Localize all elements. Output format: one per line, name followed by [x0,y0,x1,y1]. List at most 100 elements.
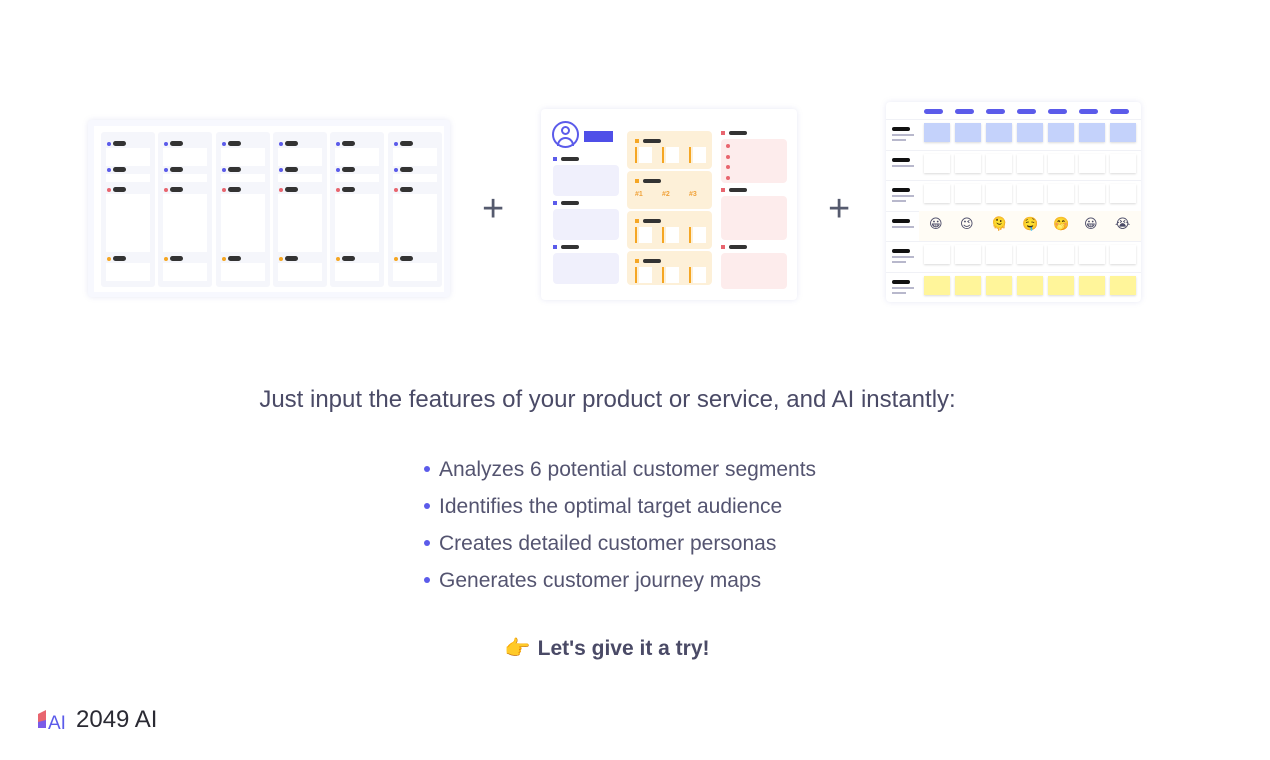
journey-cell [986,184,1012,203]
pain-dot [726,154,730,159]
label-bar [729,245,747,249]
segment-dot [164,168,169,172]
journey-cell [1048,123,1074,142]
info-box [553,253,619,284]
segment-dot [221,168,226,172]
journey-section [627,211,712,249]
segment-box [335,263,380,281]
brand-name: 2049 AI [76,706,158,733]
row-divider [886,271,1141,273]
segment-dot [221,257,226,261]
feature-item: Generates customer journey maps [424,569,761,593]
persona-illustration: #1#2#3 [541,109,797,300]
journey-cell [986,153,1012,173]
feature-item: Identifies the optimal target audience [424,495,782,519]
journey-cell [986,245,1012,264]
segment-label-bar [227,187,241,192]
journey-cell [1079,245,1105,264]
journey-cell [1110,275,1136,295]
journey-cell [1079,123,1105,142]
bar-mark [662,267,664,283]
feature-item: Creates detailed customer personas [424,532,776,556]
segment-label-bar [399,141,413,146]
journey-cell [1110,184,1136,203]
segment-dot [278,168,283,172]
segment-box [277,148,322,166]
journey-map-illustration: 😀😉🫠🤤🤭😀😭 [886,102,1141,302]
feature-text: Analyzes 6 potential customer segments [439,458,817,481]
row-divider [886,180,1141,181]
journey-cell [1048,275,1074,295]
segment-column [272,132,327,287]
segment-dot [393,142,398,146]
segment-label-bar [399,256,413,261]
row-sub-bar [892,225,914,228]
bar-mark [689,267,691,283]
pain-dot [726,175,730,180]
journey-cell [1110,245,1136,264]
label-bar [561,157,579,161]
stage-pill [1017,109,1036,114]
segment-label-bar [170,187,184,192]
bar-mark [662,227,664,243]
pain-box [721,139,787,183]
journey-cell [955,123,981,142]
bar-box [666,267,679,283]
brand-logo[interactable]: AI 2049 AI [36,706,157,734]
segment-box [163,148,208,166]
pain-box [721,196,787,240]
page-heading: Just input the features of your product … [259,386,956,413]
journey-section [627,251,712,285]
segment-dot [336,188,341,192]
segment-box [106,148,150,166]
avatar-body [557,137,574,146]
journey-cell [955,153,981,173]
segment-dot [336,257,341,261]
journey-cell [986,275,1012,295]
journey-cell [1017,184,1043,203]
bullet-icon [424,503,430,509]
label-bar [643,219,661,223]
journey-cell [924,275,950,295]
stage-pill [986,109,1005,114]
bar-box [693,267,706,283]
segment-box [392,194,437,252]
segment-column [215,132,270,287]
square-dot [635,219,639,223]
segment-dot [393,257,398,261]
emotion-icon: 😀 [929,216,943,232]
segment-dot [107,168,111,172]
segment-box [335,174,380,182]
journey-section [627,131,712,169]
pain-dot [726,144,730,148]
bar-box [639,267,652,283]
segment-label-bar [113,167,126,172]
label-bar [561,201,579,205]
row-divider [886,149,1141,151]
segment-box [163,174,208,182]
try-it-cta[interactable]: 👈Let's give it a try! [0,637,1215,661]
journey-cell [924,245,950,264]
segment-box [106,263,150,281]
segment-box [392,174,437,182]
emotion-icon: 😭 [1115,216,1131,232]
segment-dot [278,142,283,146]
row-sub-bar [892,139,906,141]
journey-cell [1048,184,1074,203]
emotion-icon: 🫠 [991,216,1008,232]
segment-box [163,194,208,252]
segment-label-bar [342,256,356,261]
journey-cell [986,123,1012,142]
segment-box [163,263,208,281]
segment-box [220,263,265,281]
segment-dot [164,142,169,146]
segment-dot [164,188,169,192]
rank-tag: #3 [689,191,697,198]
square-dot [721,131,725,135]
bar-mark [689,227,691,243]
segment-box [277,263,322,281]
bullet-icon [424,577,430,583]
row-sub-bar [892,286,914,289]
bar-box [639,227,652,243]
stage-pill [1110,109,1129,114]
